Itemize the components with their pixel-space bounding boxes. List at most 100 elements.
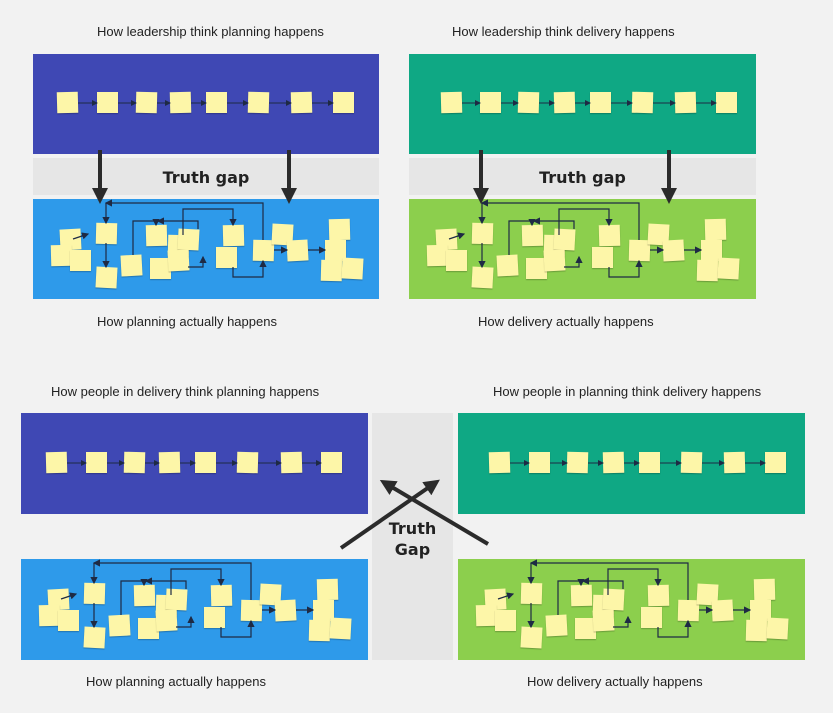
sticky-note	[662, 239, 685, 262]
sticky-note	[158, 451, 181, 474]
sticky-note	[329, 617, 352, 640]
sticky-note	[204, 607, 225, 628]
sticky-note	[440, 91, 463, 114]
sticky-note	[520, 626, 543, 649]
sticky-note	[745, 619, 768, 642]
sticky-note	[520, 582, 543, 605]
sticky-note	[553, 91, 576, 114]
title-delivery-think-planning: How people in delivery think planning ha…	[51, 384, 320, 399]
sticky-note	[716, 92, 737, 113]
sticky-note	[711, 599, 734, 622]
label-planning-actual-2: How planning actually happens	[86, 674, 266, 689]
title-leadership-planning: How leadership think planning happens	[97, 24, 324, 39]
sticky-note	[723, 451, 746, 474]
sticky-note	[488, 451, 511, 474]
sticky-note	[750, 600, 771, 621]
truth-gap-label-right: Truth gap	[539, 168, 626, 187]
sticky-note	[145, 224, 168, 247]
sticky-note	[704, 218, 727, 241]
sticky-note	[639, 452, 660, 473]
sticky-note	[247, 91, 270, 114]
sticky-note	[45, 451, 68, 474]
sticky-note	[56, 91, 79, 114]
sticky-note	[123, 451, 146, 474]
sticky-note	[108, 614, 131, 637]
sticky-note	[280, 451, 303, 474]
sticky-note	[155, 609, 178, 632]
sticky-note	[471, 266, 494, 289]
sticky-note	[592, 609, 615, 632]
sticky-note	[321, 452, 342, 473]
sticky-note	[521, 224, 544, 247]
sticky-note	[566, 451, 589, 474]
sticky-note	[680, 451, 703, 474]
sticky-note	[120, 254, 143, 277]
truth-gap-line2: Gap	[394, 540, 431, 559]
sticky-note	[138, 618, 159, 639]
sticky-note	[543, 249, 566, 272]
sticky-note	[598, 224, 621, 247]
sticky-note	[496, 254, 519, 277]
sticky-note	[133, 584, 156, 607]
sticky-note	[83, 582, 106, 605]
sticky-note	[529, 452, 550, 473]
sticky-note	[553, 228, 576, 251]
sticky-note	[641, 607, 662, 628]
sticky-note	[222, 224, 245, 247]
truth-gap-label-left: Truth gap	[162, 168, 250, 187]
label-delivery-actual-2: How delivery actually happens	[527, 674, 703, 689]
sticky-note	[165, 588, 188, 611]
sticky-note	[177, 228, 200, 251]
truth-gap-line1: Truth	[388, 519, 437, 538]
sticky-note	[570, 584, 593, 607]
sticky-note	[206, 92, 227, 113]
sticky-note	[545, 614, 568, 637]
sticky-note	[471, 222, 494, 245]
sticky-note	[517, 91, 540, 114]
sticky-note	[95, 222, 118, 245]
label-planning-actual: How planning actually happens	[97, 314, 277, 329]
sticky-note	[495, 610, 516, 631]
sticky-note	[325, 240, 346, 261]
sticky-note	[70, 250, 91, 271]
sticky-note	[602, 588, 625, 611]
sticky-note	[316, 578, 339, 601]
sticky-note	[701, 240, 722, 261]
sticky-note	[717, 257, 740, 280]
truth-gap-label-center: Truth Gap	[372, 518, 453, 560]
sticky-note	[95, 266, 118, 289]
sticky-note	[274, 599, 297, 622]
delivery-ideal-panel-2	[458, 413, 805, 514]
sticky-note	[167, 249, 190, 272]
sticky-note	[674, 91, 697, 114]
sticky-note	[446, 250, 467, 271]
sticky-note	[526, 258, 547, 279]
sticky-note	[169, 91, 192, 114]
sticky-note	[590, 92, 611, 113]
sticky-note	[320, 259, 343, 282]
sticky-note	[210, 584, 233, 607]
sticky-note	[592, 247, 613, 268]
sticky-note	[236, 451, 259, 474]
sticky-note	[286, 239, 309, 262]
truth-gap-band-right	[409, 158, 756, 195]
sticky-note	[575, 618, 596, 639]
sticky-note	[83, 626, 106, 649]
sticky-note	[647, 584, 670, 607]
sticky-note	[150, 258, 171, 279]
sticky-note	[765, 452, 786, 473]
sticky-note	[631, 91, 654, 114]
sticky-note	[696, 259, 719, 282]
sticky-note	[135, 91, 158, 114]
label-delivery-actual: How delivery actually happens	[478, 314, 654, 329]
sticky-note	[766, 617, 789, 640]
title-planning-think-delivery: How people in planning think delivery ha…	[493, 384, 762, 399]
sticky-note	[333, 92, 354, 113]
sticky-note	[328, 218, 351, 241]
sticky-note	[195, 452, 216, 473]
sticky-note	[290, 91, 313, 114]
sticky-note	[341, 257, 364, 280]
sticky-note	[313, 600, 334, 621]
sticky-note	[602, 451, 625, 474]
sticky-note	[480, 92, 501, 113]
